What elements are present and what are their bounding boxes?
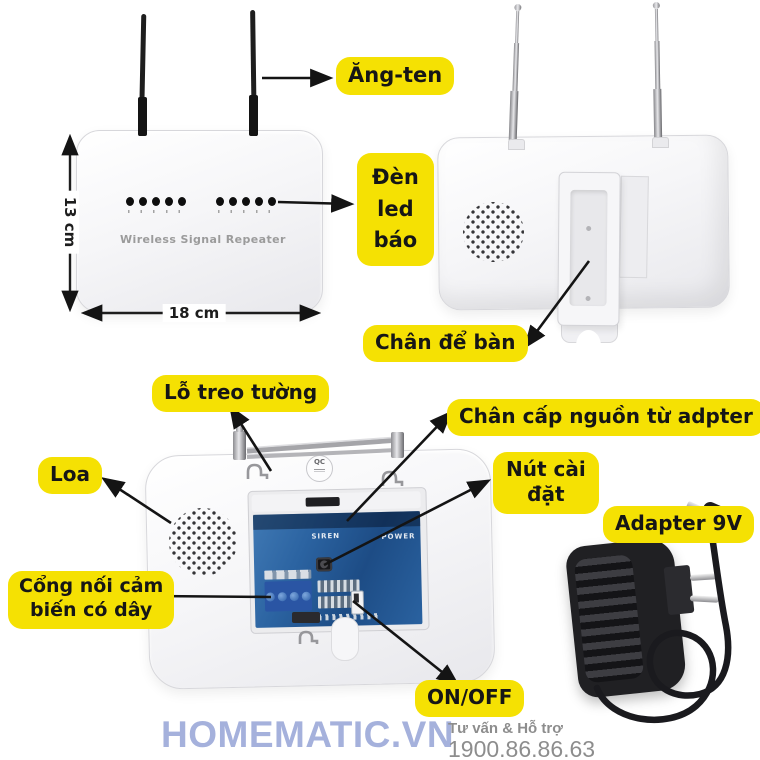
callout-stand: Chân để bàn xyxy=(363,325,528,362)
callout-led: Đèn led báo xyxy=(357,153,434,266)
width-dimension-label: 18 cm xyxy=(162,304,226,322)
qc-sticker: QC xyxy=(306,455,333,482)
height-dimension-label: 13 cm xyxy=(61,190,79,254)
adapter-cable xyxy=(593,532,732,724)
homematic-logo: HOMEMATIC.VN xyxy=(161,714,455,755)
speaker-grille-back xyxy=(463,202,524,262)
antenna-mount xyxy=(652,137,669,148)
led-tick-marks xyxy=(128,210,186,213)
wall-hook-icon xyxy=(246,463,404,644)
folded-antennas-icon xyxy=(233,424,404,460)
stand-notch xyxy=(576,330,601,346)
callout-sensor-port: Cổng nối cảm biến có dây xyxy=(8,571,175,629)
support-phone: 1900.86.86.63 xyxy=(448,736,596,760)
callout-adapter: Adapter 9V xyxy=(603,506,754,543)
callout-power-pin: Chân cấp nguồn từ adpter xyxy=(447,399,760,436)
led-tick-marks xyxy=(218,210,276,213)
callout-onoff: ON/OFF xyxy=(415,680,525,717)
speaker-grille-internal xyxy=(169,508,237,576)
antenna-mount xyxy=(508,139,525,150)
case-slot xyxy=(292,612,320,623)
support-info: Tư vấn & Hỗ trợ 1900.86.86.63 xyxy=(448,721,595,760)
led-indicators-right xyxy=(216,197,276,206)
callout-wall-hole: Lỗ treo tường xyxy=(152,375,330,412)
led-indicators-left xyxy=(126,197,186,206)
antenna-right-base xyxy=(249,95,258,136)
callout-setup-button: Nút cài đặt xyxy=(493,452,599,514)
callout-speaker: Loa xyxy=(38,457,102,494)
callout-arrows xyxy=(101,68,591,687)
antenna-left-base xyxy=(138,97,147,136)
callout-antenna: Ăng-ten xyxy=(336,57,455,96)
device-brand-text: Wireless Signal Repeater xyxy=(120,233,286,246)
stand-keyhole xyxy=(331,617,359,661)
support-label: Tư vấn & Hỗ trợ xyxy=(448,720,563,737)
dimension-arrows xyxy=(61,133,322,322)
